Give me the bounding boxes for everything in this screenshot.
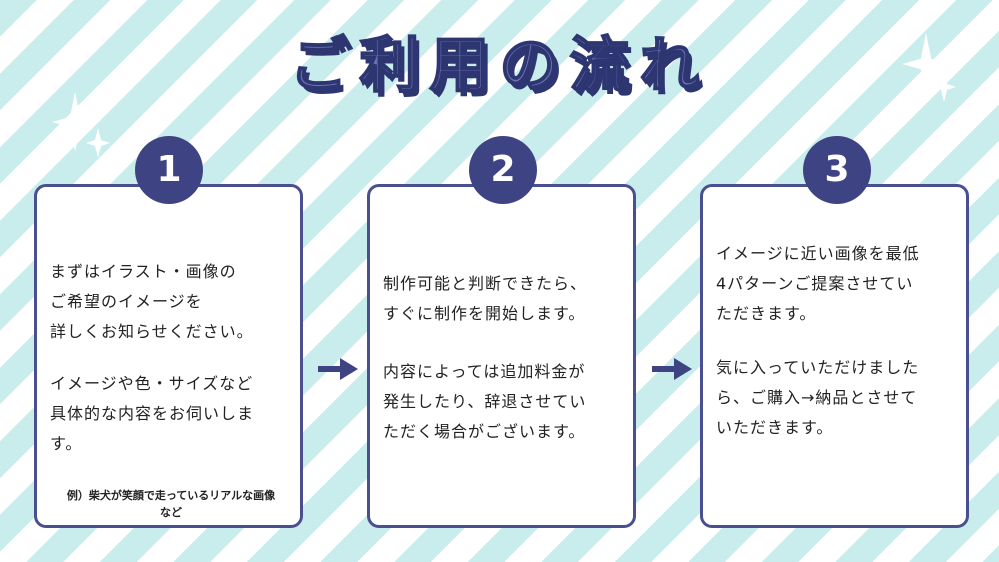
step-1-example-note: 例）柴犬が笑顔で走っているリアルな画像 など (66, 489, 276, 519)
step-1-text-2: イメージや色・サイズなど 具体的な内容をお伺いしま す。 (50, 374, 255, 453)
sparkle-icon (52, 92, 98, 152)
arrow-right-icon (318, 358, 358, 380)
step-badge-3: 3 (803, 136, 871, 204)
sparkle-icon (902, 32, 950, 96)
step-1-text-1: まずはイラスト・画像の ご希望のイメージを 詳しくお知らせください。 (50, 262, 254, 341)
sparkle-icon (86, 128, 110, 158)
step-badge-2: 2 (469, 136, 537, 204)
step-card-3: イメージに近い画像を最低 4パターンご提案させてい ただきます。 気に入っていた… (700, 184, 969, 528)
sparkle-icon (932, 72, 956, 102)
step-3-text-2: 気に入っていただけました ら、ご購入→納品とさせて いただきます。 (716, 358, 920, 437)
step-2-text-2: 内容によっては追加料金が 発生したり、辞退させてい ただく場合がございます。 (383, 362, 587, 441)
step-card-2: 制作可能と判断できたら、 すぐに制作を開始します。 内容によっては追加料金が 発… (367, 184, 636, 528)
step-badge-1: 1 (135, 136, 203, 204)
page-title: ご利用の流れ (289, 30, 710, 102)
arrow-right-icon (652, 358, 692, 380)
step-3-text-1: イメージに近い画像を最低 4パターンご提案させてい ただきます。 (716, 244, 920, 323)
step-card-1: まずはイラスト・画像の ご希望のイメージを 詳しくお知らせください。 イメージや… (34, 184, 303, 528)
step-2-text-1: 制作可能と判断できたら、 すぐに制作を開始します。 (383, 274, 588, 323)
